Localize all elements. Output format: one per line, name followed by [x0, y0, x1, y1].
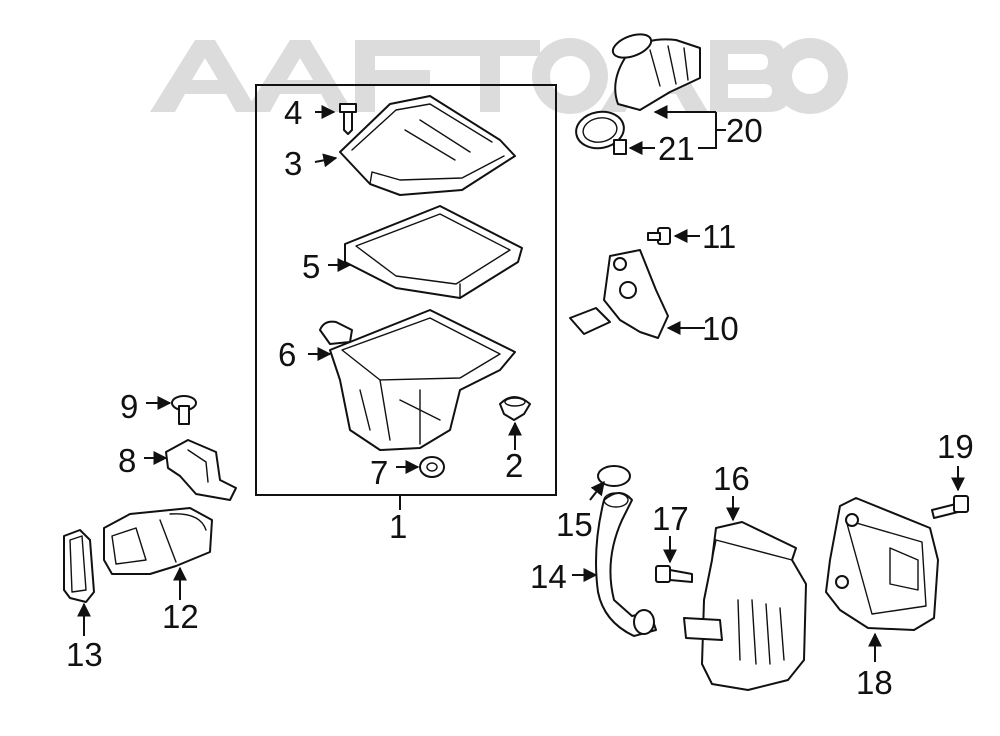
callout-17: 17: [652, 500, 689, 537]
part-5-filter: [344, 205, 523, 299]
callout-4: 4: [284, 94, 302, 131]
bracket-20-21: [698, 112, 726, 149]
part-7-grommet: [419, 456, 445, 478]
callout-10: 10: [702, 310, 739, 347]
part-8-bracket: [165, 439, 237, 501]
part-4-screw: [339, 103, 357, 135]
callout-11: 11: [702, 218, 736, 255]
part-14-hose: [595, 492, 657, 637]
callout-7: 7: [370, 454, 388, 491]
watermark-logo: [150, 38, 848, 114]
callout-9: 9: [120, 388, 138, 425]
part-3-cover: [339, 95, 516, 196]
part-2-grommet: [499, 396, 531, 421]
part-17-bolt: [655, 565, 693, 583]
part-20-duct: [611, 33, 701, 111]
callout-16: 16: [713, 460, 750, 497]
part-13-gasket: [63, 529, 95, 603]
callout-8: 8: [118, 442, 136, 479]
callout-21: 21: [658, 130, 695, 167]
callout-3: 3: [284, 145, 302, 182]
callout-12: 12: [162, 598, 199, 635]
callout-14: 14: [530, 558, 567, 595]
part-16-resonator: [683, 521, 807, 691]
part-12-inlet-duct: [103, 507, 213, 575]
callout-2: 2: [505, 447, 523, 484]
callout-20: 20: [726, 112, 763, 149]
part-9-bolt: [171, 395, 197, 425]
part-10-sensor: [569, 249, 669, 339]
part-18-shield: [825, 497, 939, 631]
assembly-1-frame: [255, 84, 557, 496]
callout-18: 18: [856, 664, 893, 701]
part-21-clamp: [575, 110, 627, 155]
part-6-housing: [319, 309, 516, 451]
callout-13: 13: [66, 636, 103, 673]
callout-19: 19: [937, 428, 974, 465]
part-15-oring: [597, 465, 631, 487]
callout-1: 1: [389, 508, 407, 545]
callout-5: 5: [302, 248, 320, 285]
part-19-bolt: [931, 495, 969, 519]
callout-6: 6: [278, 336, 296, 373]
part-11-bolt: [647, 227, 671, 245]
callout-15: 15: [556, 506, 593, 543]
